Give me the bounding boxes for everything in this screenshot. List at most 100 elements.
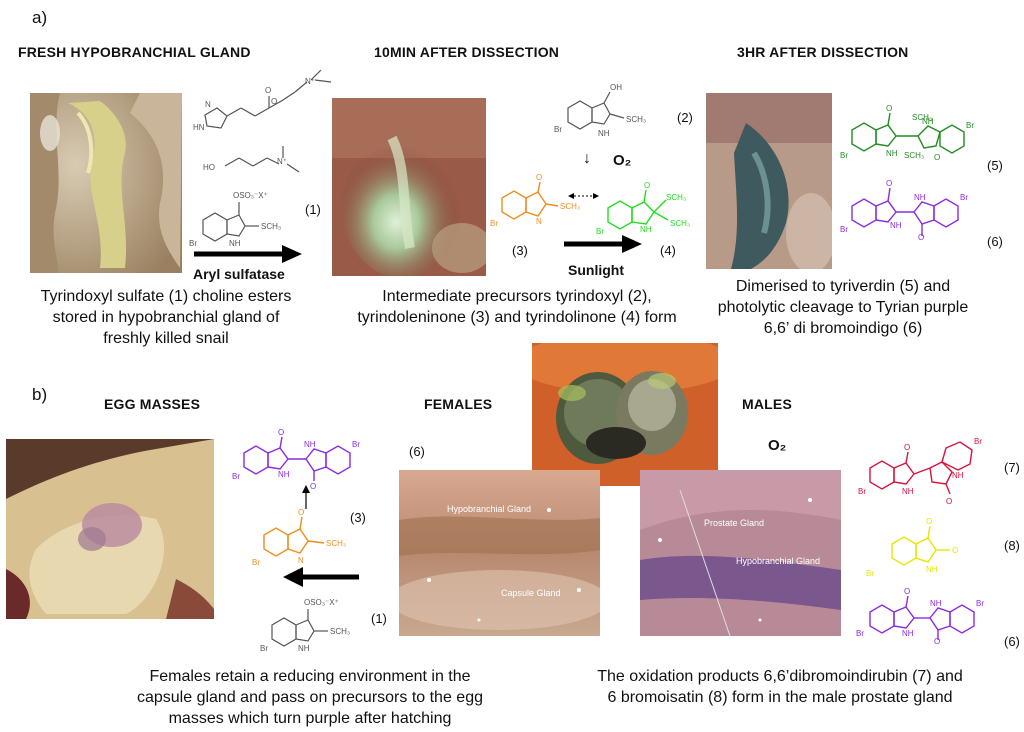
svg-text:O: O [536,173,542,182]
svg-text:Br: Br [490,219,498,228]
label-male-hypobranchial-gland: Hypobranchial Gland [736,556,821,566]
svg-text:Br: Br [352,440,360,449]
compound-number-4: (4) [660,243,676,258]
svg-text:Br: Br [856,629,864,638]
svg-text:O: O [946,497,952,506]
svg-text:Br: Br [966,121,974,130]
heading-10min: 10MIN AFTER DISSECTION [374,44,560,60]
structures-egg-chain: O NH NH O Br Br O SCH₃ N Br OSO₃⁻X⁺ SCH₃… [232,428,360,653]
svg-text:Br: Br [260,644,268,653]
svg-text:SCH₃: SCH₃ [670,219,690,228]
compound-number-b6-male: (6) [1004,634,1020,649]
svg-text:O: O [934,637,940,644]
compound-number-b6: (6) [409,444,425,459]
structures-male-products: O NH NH O Br Br O O NH Br O NH NH O Br B… [856,437,984,644]
caption-10min: Intermediate precursors tyrindoxyl (2), … [357,288,677,326]
svg-text:N: N [536,217,542,226]
label-o2-b: O₂ [768,437,787,454]
compound-number-b7: (7) [1004,460,1020,475]
caption-females: Females retain a reducing environment in… [136,668,483,727]
svg-text:OH: OH [610,83,622,92]
svg-text:N⁺: N⁺ [277,157,287,166]
arrow-left-to-eggs [283,567,359,587]
svg-text:O: O [298,508,304,517]
label-male-prostate-gland: Prostate Gland [704,518,765,528]
label-sunlight: Sunlight [568,262,624,278]
svg-text:HN: HN [193,123,205,132]
svg-text:SCH₃: SCH₃ [261,222,281,231]
svg-text:NH: NH [902,487,914,496]
photo-snails [532,343,718,486]
heading-males: MALES [742,396,792,412]
svg-text:NH: NH [914,193,926,202]
compound-number-b3: (3) [350,510,366,525]
caption-3hr: Dimerised to tyriverdin (5) and photolyt… [717,278,969,337]
svg-text:NH: NH [952,471,964,480]
heading-fresh-gland: FRESH HYPOBRANCHIAL GLAND [18,44,251,60]
svg-text:NH: NH [598,129,610,138]
svg-text:SCH₃: SCH₃ [330,627,350,636]
svg-text:Br: Br [840,151,848,160]
svg-text:O: O [918,233,924,240]
svg-text:NH: NH [922,117,934,126]
svg-text:Br: Br [232,472,240,481]
structures-precursors: OH SCH₃ NH Br O SCH₃ N Br O SCH₃ SCH₃ NH… [490,83,690,236]
svg-text:Br: Br [596,227,604,236]
svg-text:NH: NH [278,470,290,479]
svg-text:N: N [205,100,211,109]
arrow-down-o2-a: ↓ [583,150,591,167]
heading-egg-masses: EGG MASSES [104,396,201,412]
svg-text:O: O [310,482,316,491]
svg-text:O: O [278,428,284,437]
heading-3hr: 3HR AFTER DISSECTION [737,44,909,60]
svg-text:N⁺: N⁺ [305,77,315,86]
photo-10min [332,98,486,276]
svg-text:Br: Br [840,225,848,234]
svg-text:Br: Br [858,487,866,496]
svg-text:NH: NH [902,629,914,638]
photo-males: Prostate Gland Hypobranchial Gland [640,470,841,636]
compound-number-5: (5) [987,158,1003,173]
svg-text:NH: NH [890,221,902,230]
svg-text:O: O [886,104,892,113]
heading-females: FEMALES [424,396,493,412]
photo-fresh-gland [30,93,182,273]
compound-number-6: (6) [987,234,1003,249]
svg-text:NH: NH [304,440,316,449]
label-female-capsule-gland: Capsule Gland [501,588,561,598]
svg-text:Br: Br [976,599,984,608]
arrow-right-sulfatase [194,245,302,263]
svg-text:O: O [952,546,958,555]
compound-number-1: (1) [305,202,321,217]
svg-text:O: O [904,443,910,452]
svg-text:SCH₃: SCH₃ [560,202,580,211]
compound-number-2: (2) [677,110,693,125]
svg-text:Br: Br [252,558,260,567]
photo-3hr [706,93,832,269]
svg-text:O: O [926,517,932,526]
svg-text:Br: Br [960,193,968,202]
label-o2-a: O₂ [613,152,632,169]
svg-text:O: O [886,179,892,188]
svg-text:NH: NH [229,239,241,248]
svg-text:SCH₃: SCH₃ [626,115,646,124]
svg-text:NH: NH [298,644,310,653]
svg-text:SCH₃: SCH₃ [904,151,924,160]
structures-tyriverdin-indigo: O SCH₃ SCH₃ NH NH O Br Br O NH NH O Br B… [840,104,974,240]
svg-text:NH: NH [640,225,652,234]
arrow-right-sunlight [564,235,642,253]
svg-text:Br: Br [866,569,874,578]
svg-text:OSO₃⁻X⁺: OSO₃⁻X⁺ [233,191,268,200]
photo-egg-masses [6,439,214,619]
compound-number-b1: (1) [371,611,387,626]
panel-a-label: a) [32,8,48,27]
svg-text:SCH₃: SCH₃ [912,113,932,122]
svg-text:Br: Br [189,239,197,248]
compound-number-3: (3) [512,243,528,258]
svg-text:O: O [271,97,277,106]
svg-text:O: O [934,153,940,162]
caption-fresh: Tyrindoxyl sulfate (1) choline esters st… [40,288,292,347]
svg-text:OSO₃⁻X⁺: OSO₃⁻X⁺ [304,598,339,607]
svg-text:Br: Br [974,437,982,446]
compound-number-b8: (8) [1004,538,1020,553]
